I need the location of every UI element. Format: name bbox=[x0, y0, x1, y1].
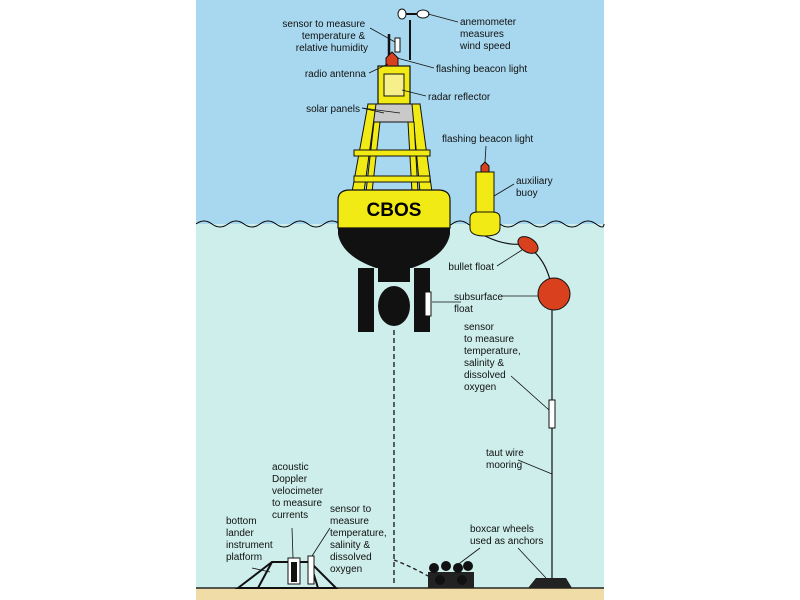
flashing-beacon-main-icon bbox=[385, 51, 399, 67]
labels: sensor to measure temperature & relative… bbox=[226, 17, 555, 575]
label-adcp: acoustic Doppler velocimeter to measure … bbox=[272, 462, 326, 521]
label-sensor-bottom: sensor to measure temperature, salinity … bbox=[330, 504, 389, 575]
cbos-buoy: CBOS bbox=[337, 8, 451, 332]
radar-reflector-icon bbox=[383, 73, 405, 97]
label-aux-buoy: auxiliary buoy bbox=[516, 176, 555, 199]
label-radar-reflector: radar reflector bbox=[428, 92, 491, 103]
label-subsurface-float: subsurface float bbox=[454, 292, 506, 315]
leader-lines bbox=[251, 13, 553, 579]
water bbox=[196, 224, 604, 590]
sensor-bottom-icon bbox=[307, 555, 315, 585]
label-lander: bottom lander instrument platform bbox=[226, 516, 275, 563]
wire-sensor-icon bbox=[548, 399, 556, 429]
subsurface-float-icon bbox=[537, 277, 571, 311]
buoy-hull-black bbox=[338, 228, 450, 268]
label-radio-antenna: radio antenna bbox=[305, 69, 367, 80]
buoy-hull-yellow bbox=[337, 189, 451, 229]
seabed bbox=[196, 588, 604, 600]
label-beacon-aux: flashing beacon light bbox=[442, 134, 533, 145]
label-bullet-float: bullet float bbox=[448, 262, 494, 273]
buoy-keel-frame bbox=[358, 268, 430, 332]
label-sensor-top: sensor to measure temperature & relative… bbox=[282, 19, 368, 54]
bottom-lander-icon bbox=[235, 555, 339, 589]
wire-anchor-icon bbox=[528, 578, 572, 588]
label-boxcar: boxcar wheels used as anchors bbox=[470, 524, 543, 547]
bullet-float-icon bbox=[517, 236, 539, 254]
sensor-mid-icon bbox=[424, 291, 432, 317]
label-sensor-mid: sensor to measure temperature, salinity … bbox=[464, 322, 523, 393]
label-solar-panels: solar panels bbox=[306, 104, 360, 115]
label-taut-wire: taut wire mooring bbox=[486, 448, 527, 471]
label-beacon-main: flashing beacon light bbox=[436, 64, 527, 75]
anemometer-icon bbox=[397, 8, 430, 20]
sensor-top-icon bbox=[394, 37, 401, 53]
boxcar-wheels-icon bbox=[393, 559, 474, 588]
buoy-name-label: CBOS bbox=[367, 200, 422, 221]
label-anemometer: anemometer measures wind speed bbox=[459, 17, 519, 52]
auxiliary-buoy bbox=[469, 161, 501, 237]
